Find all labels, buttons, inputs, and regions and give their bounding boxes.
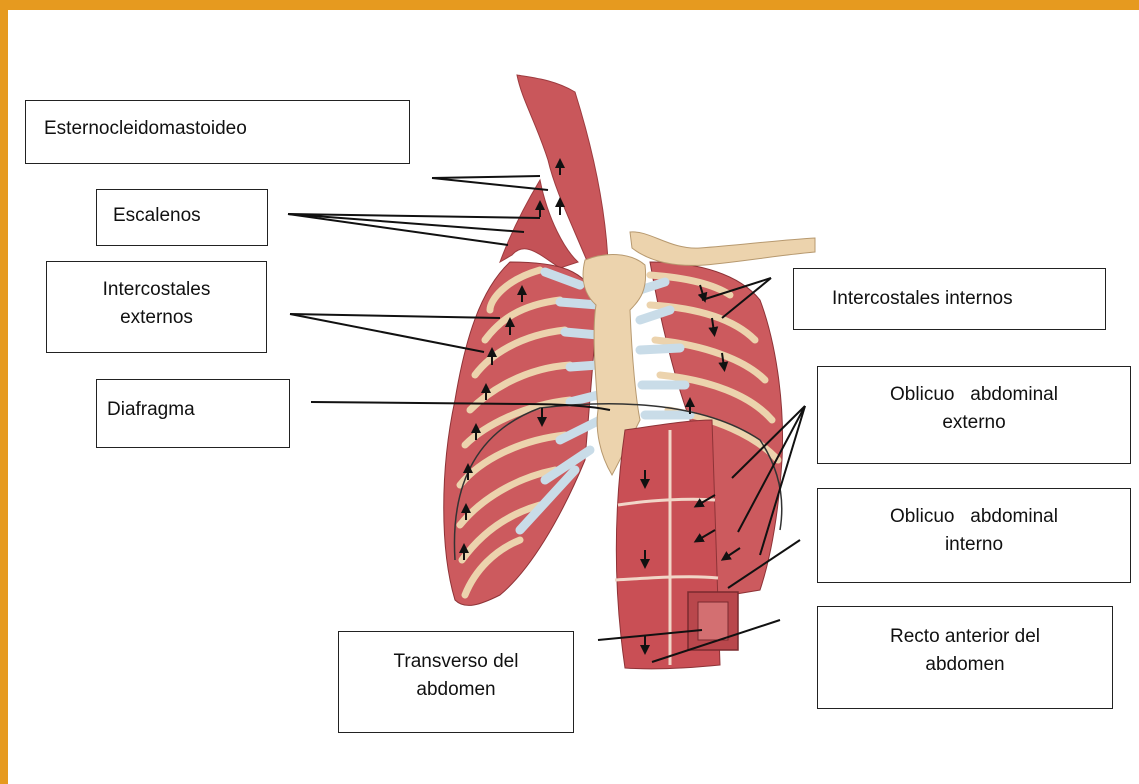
label-diafragma: Diafragma bbox=[96, 379, 290, 448]
label-escalenos: Escalenos bbox=[96, 189, 268, 246]
label-oblicuo-abdominal-externo: Oblicuo abdominal externo bbox=[817, 366, 1131, 464]
label-esternocleidomastoideo: Esternocleidomastoideo bbox=[25, 100, 410, 164]
label-intercostales-internos: Intercostales internos bbox=[793, 268, 1106, 330]
label-intercostales-externos: Intercostales externos bbox=[46, 261, 267, 353]
clavicle bbox=[630, 232, 815, 266]
label-recto-anterior-del-abdomen: Recto anterior del abdomen bbox=[817, 606, 1113, 709]
label-oblicuo-abdominal-interno: Oblicuo abdominal interno bbox=[817, 488, 1131, 583]
label-transverso-del-abdomen: Transverso del abdomen bbox=[338, 631, 574, 733]
